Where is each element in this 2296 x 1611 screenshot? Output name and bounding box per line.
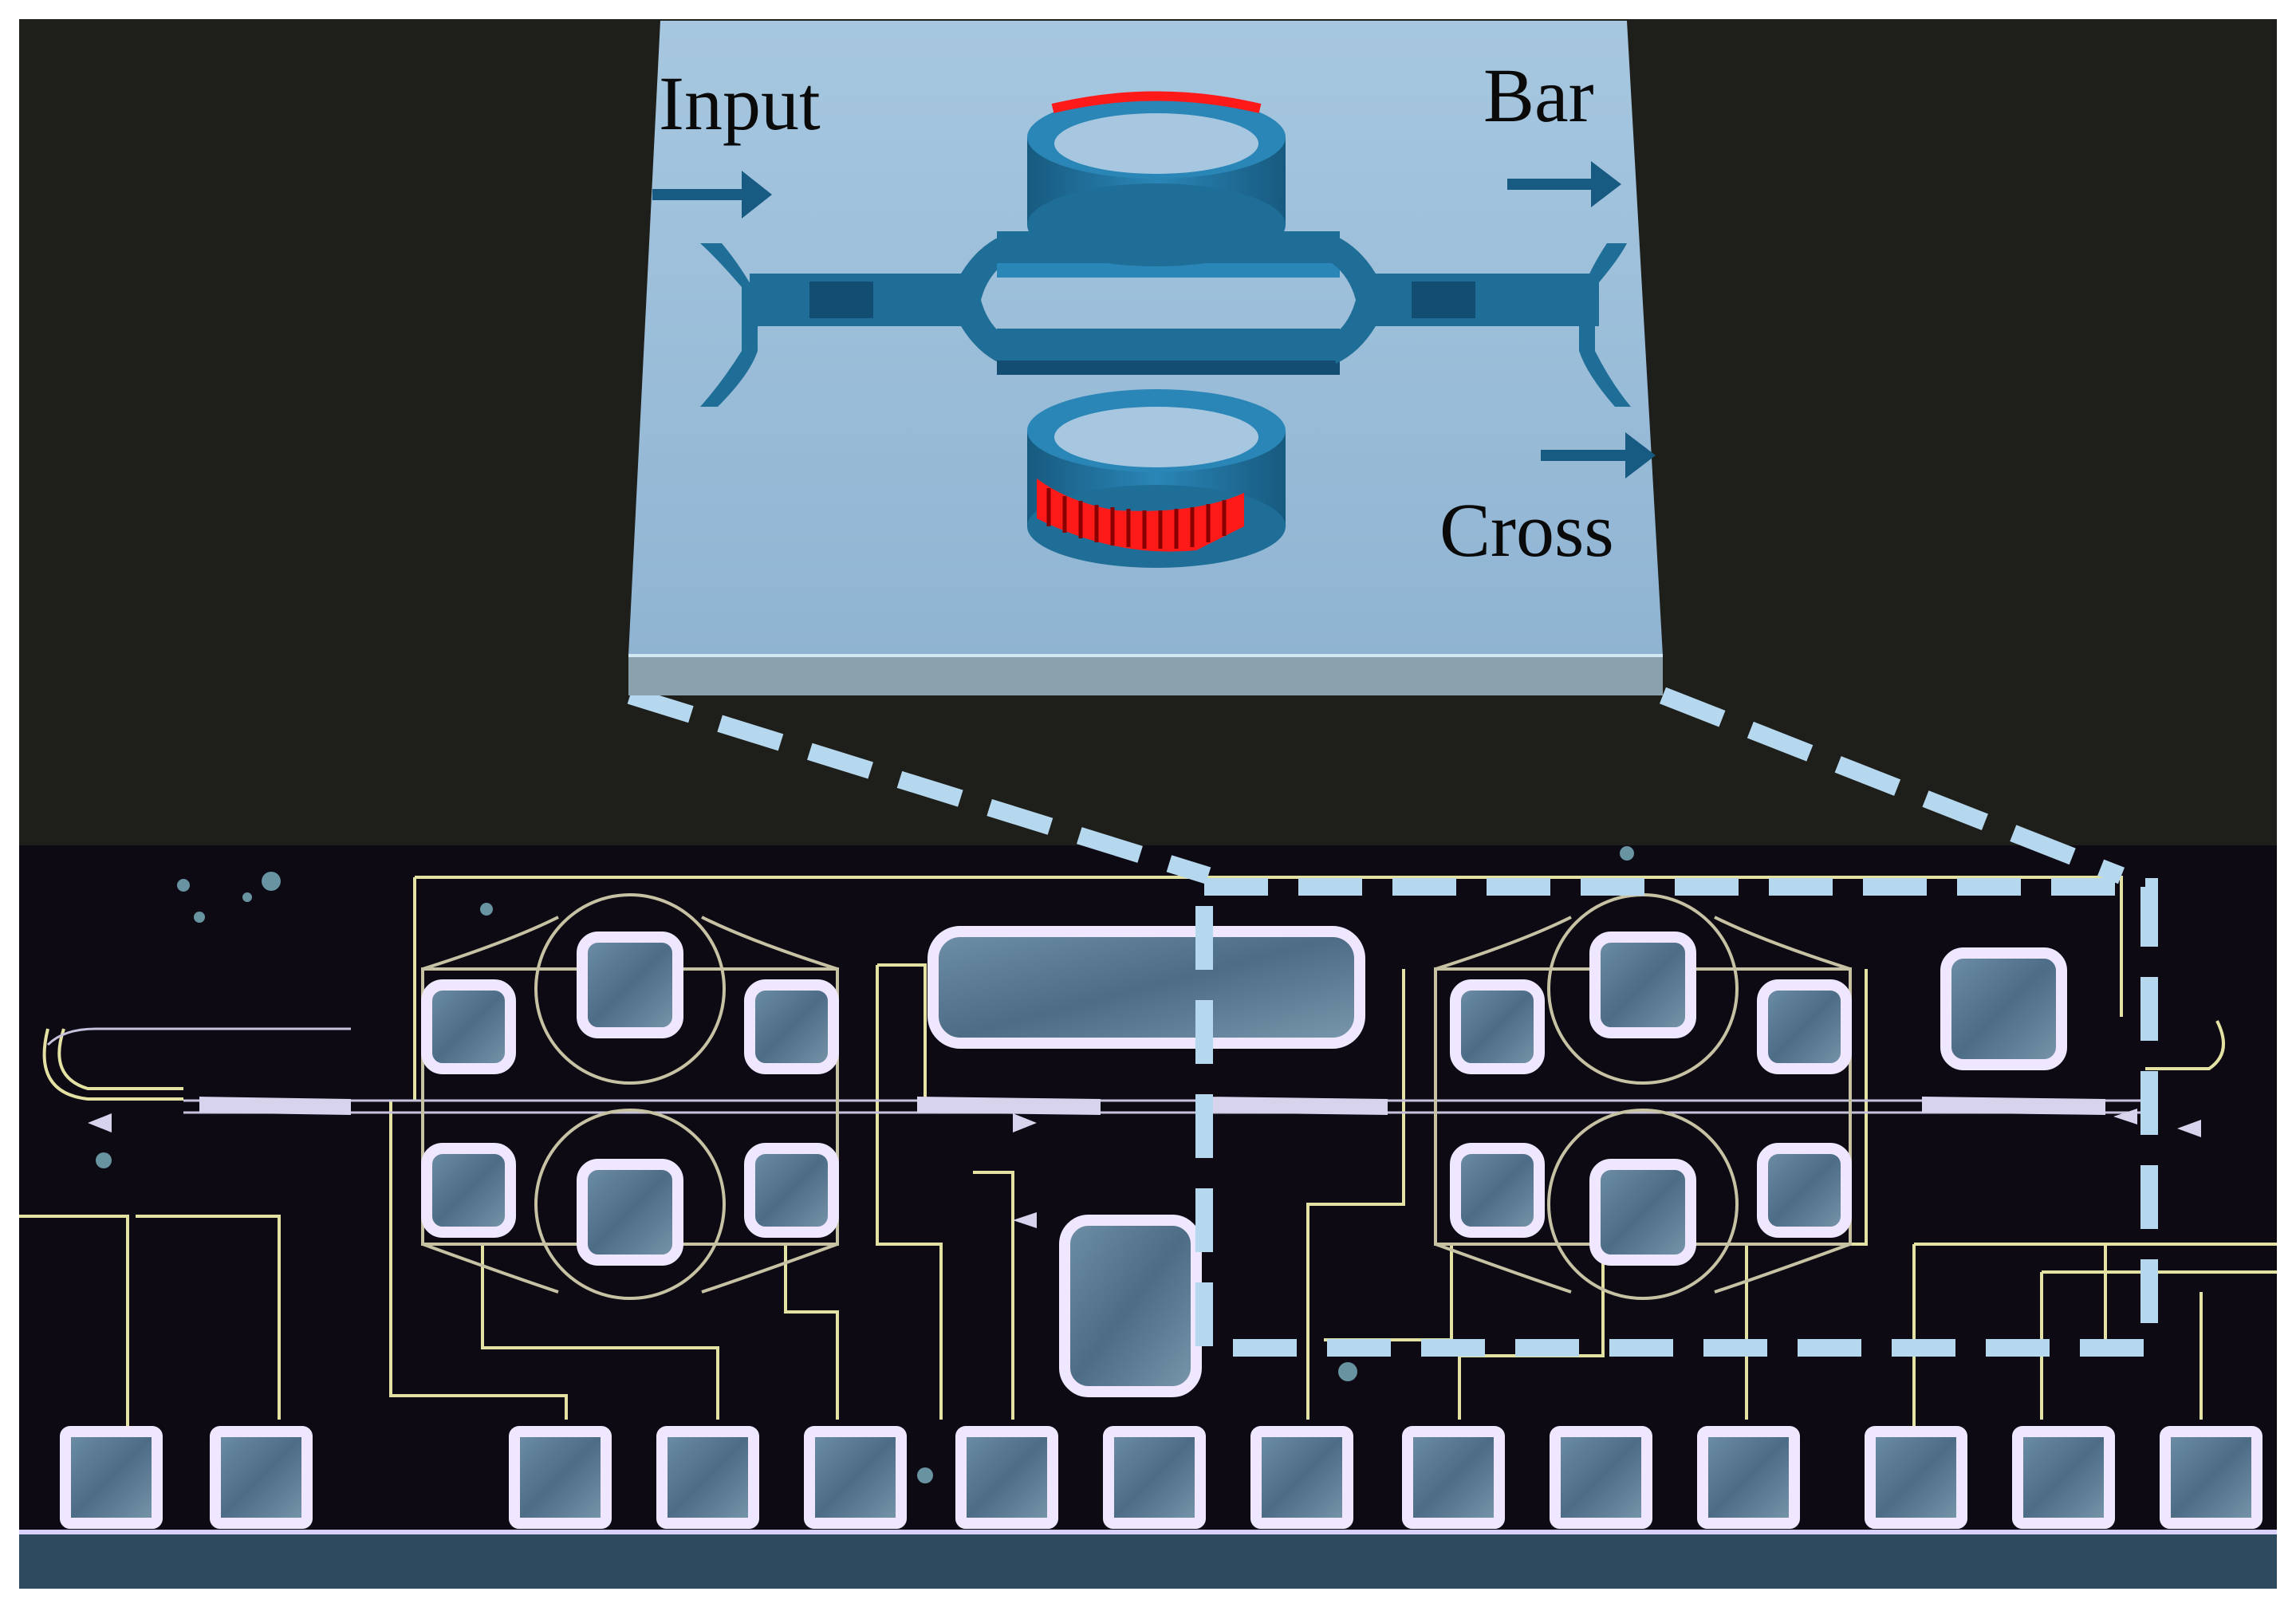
right-combiner xyxy=(1332,236,1376,364)
bar-arrow xyxy=(1507,161,1621,207)
chip-micrograph xyxy=(19,845,2277,1589)
chip-debris xyxy=(96,846,1634,1483)
callout-dashes xyxy=(627,687,2158,1357)
input-coupler xyxy=(700,243,758,407)
chip-edge-strip xyxy=(19,1530,2277,1589)
output-arm xyxy=(1368,274,1599,326)
input-label: Input xyxy=(659,61,821,146)
chip-edge-line xyxy=(19,1530,2277,1534)
callout-line-right xyxy=(1659,687,2125,884)
upper-arm-face xyxy=(997,263,1340,278)
callout-line-left xyxy=(627,687,1211,884)
chip-pads xyxy=(60,926,2263,1529)
input-phase-section xyxy=(809,282,873,318)
waveguide-structure xyxy=(700,231,1631,407)
cross-arrow xyxy=(1541,432,1656,479)
input-arrow xyxy=(652,171,772,219)
top-heater xyxy=(1051,91,1262,113)
top-microring xyxy=(1027,91,1286,266)
output-phase-section xyxy=(1412,282,1475,318)
left-splitter xyxy=(961,236,1005,364)
output-coupler xyxy=(1579,243,1631,407)
cross-label: Cross xyxy=(1439,487,1614,573)
callout-box xyxy=(1195,878,2158,1357)
chip-couplers xyxy=(88,1097,2201,1228)
device-schematic: Input Bar Cross xyxy=(628,21,1663,695)
lower-arm-face xyxy=(997,360,1340,375)
bar-label: Bar xyxy=(1483,53,1594,138)
bottom-microring xyxy=(1027,389,1286,568)
substrate-side xyxy=(628,656,1663,695)
